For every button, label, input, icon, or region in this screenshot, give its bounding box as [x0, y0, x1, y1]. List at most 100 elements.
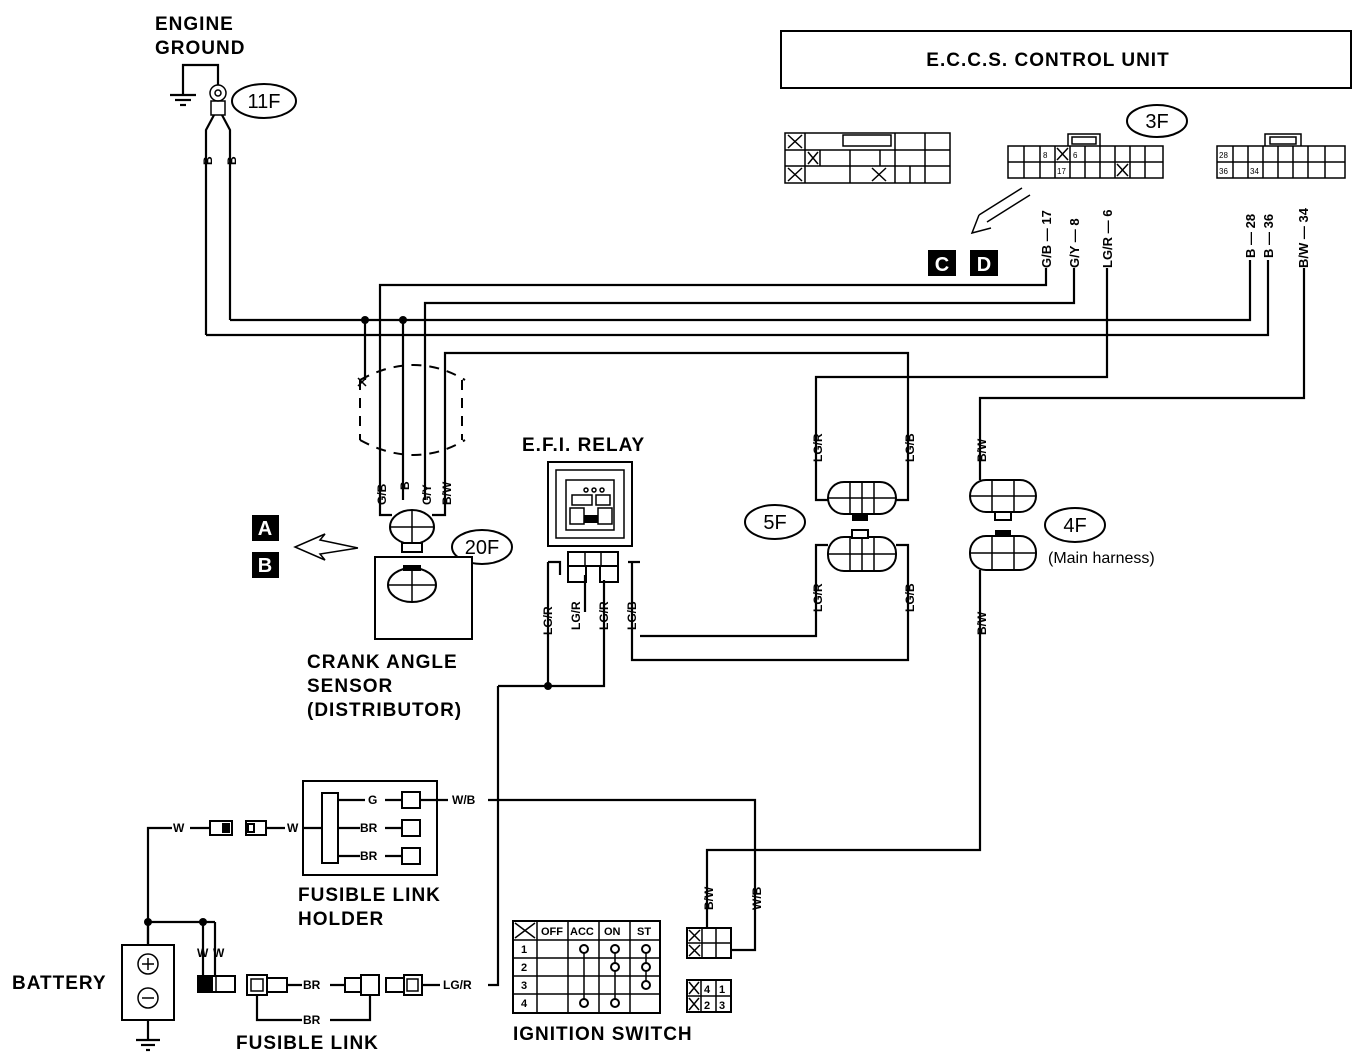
- ign-header-off: OFF: [541, 926, 563, 938]
- cas-wire-gb: G/B: [375, 483, 389, 505]
- fusible-holder-label-2: HOLDER: [298, 909, 384, 930]
- connector-5f: [640, 481, 910, 638]
- f5-top-lgb: LG/B: [903, 433, 917, 462]
- ecu-wire-b36: B — 36: [1261, 214, 1276, 258]
- ref-arrow-ab: [293, 533, 359, 561]
- cas-wire-b: B: [398, 481, 412, 490]
- engine-ground-label-2: GROUND: [155, 38, 245, 59]
- ign-row-2: 2: [521, 962, 527, 974]
- ign-lgr-connector: [385, 686, 500, 996]
- battery-label: BATTERY: [12, 973, 107, 994]
- fl-wire-w2: W: [287, 821, 299, 835]
- cas-wire-gy: G/Y: [420, 484, 434, 505]
- connector-11f-label: 11F: [248, 91, 281, 113]
- relay-wire-lgb: LG/B: [625, 601, 639, 630]
- ign-pin-4: 4: [704, 984, 711, 996]
- ecu-connector-middle: 8 6 17: [1007, 133, 1164, 179]
- ground-symbol-top: [170, 63, 220, 107]
- ign-header-acc: ACC: [570, 926, 594, 938]
- efi-relay-wires: [498, 560, 910, 688]
- ecu-pin-6: 6: [1073, 151, 1078, 160]
- relay-wire-lgr1: LG/R: [541, 606, 555, 635]
- connector-20f-label: 20F: [465, 537, 499, 559]
- ecu-title: E.C.C.S. CONTROL UNIT: [926, 50, 1169, 71]
- ecu-connector-right: 28 36 34: [1216, 133, 1346, 179]
- ecu-pin-34: 34: [1250, 167, 1259, 176]
- ignition-switch-label: IGNITION SWITCH: [513, 1024, 693, 1045]
- connector-11f-badge: [231, 83, 297, 119]
- main-harness-label: (Main harness): [1048, 550, 1155, 567]
- ref-a-box: [252, 515, 279, 541]
- ecu-connector-left: [784, 132, 951, 184]
- ref-d-box: [970, 250, 998, 276]
- f4-top-bw: B/W: [975, 438, 989, 462]
- ign-wire-bw: B/W: [702, 886, 716, 910]
- crank-sensor-label-2: SENSOR: [307, 676, 393, 697]
- ecu-wire-gy8: G/Y — 8: [1067, 218, 1082, 268]
- crank-angle-sensor: [374, 556, 473, 640]
- ecu-pin-36: 36: [1219, 167, 1228, 176]
- ref-b-box: [252, 552, 279, 578]
- crank-angle-sensor-connector: [378, 500, 447, 553]
- ign-row-1: 1: [521, 944, 527, 956]
- efi-relay-label: E.F.I. RELAY: [522, 435, 645, 456]
- fusible-holder-label-1: FUSIBLE LINK: [298, 885, 441, 906]
- f5-bot-lgr: LG/R: [811, 583, 825, 612]
- ref-c-box: [928, 250, 956, 276]
- ecu-wire-b28: B — 28: [1243, 214, 1258, 258]
- ign-wire-lgr: LG/R: [443, 978, 472, 992]
- fl-wire-g: G: [368, 793, 377, 807]
- ign-header-st: ST: [637, 926, 651, 938]
- efi-relay-connector: [567, 551, 619, 583]
- ground-wire-b2: B: [225, 156, 239, 165]
- connector-20f-badge: [451, 529, 513, 565]
- efi-relay: [547, 461, 633, 547]
- connector-4f-label: 4F: [1063, 515, 1086, 537]
- ref-arrow-cd: [978, 187, 1031, 223]
- ign-row-3: 3: [521, 980, 527, 992]
- relay-wire-lgr3: LG/R: [597, 601, 611, 630]
- connector-5f-badge: [744, 504, 806, 540]
- ign-row-4: 4: [521, 998, 528, 1010]
- f5-top-lgr: LG/R: [811, 433, 825, 462]
- ignition-connector: [686, 875, 732, 959]
- cas-wire-bw: B/W: [440, 481, 454, 505]
- ref-a-label: A: [258, 518, 272, 540]
- f5-bot-lgb: LG/B: [903, 583, 917, 612]
- fl-wire-br2: BR: [360, 849, 378, 863]
- fusible-link-holder: [302, 780, 438, 876]
- ign-pin-3: 3: [719, 1000, 725, 1012]
- ecu-wire-bw34: B/W — 34: [1296, 207, 1311, 268]
- ign-pin-2: 2: [704, 1000, 710, 1012]
- battery: [121, 918, 217, 1052]
- fl-wire-wb: W/B: [452, 793, 476, 807]
- crank-sensor-label-3: (DISTRIBUTOR): [307, 700, 462, 721]
- ground-wires: [204, 114, 232, 335]
- connector-3f-badge: [1126, 104, 1188, 138]
- f4-bot-bw: B/W: [975, 611, 989, 635]
- ecu-title-box: [780, 30, 1352, 89]
- ign-wire-wb: W/B: [750, 886, 764, 910]
- ecu-pin-8: 8: [1043, 151, 1048, 160]
- ign-pin-1: 1: [719, 984, 725, 996]
- shield-dashes: [357, 364, 466, 456]
- ground-wire-b1: B: [201, 156, 215, 165]
- connector-4f: [705, 479, 1037, 875]
- ecu-pin-28: 28: [1219, 151, 1228, 160]
- ref-b-label: B: [258, 555, 272, 577]
- ref-c-label: C: [935, 254, 949, 276]
- harness-wires-upper: [206, 260, 1306, 500]
- ecu-wire-gb17: G/B — 17: [1039, 210, 1054, 268]
- connector-5f-label: 5F: [763, 512, 786, 534]
- ignition-pin-legend: 4 1 2 3: [686, 979, 732, 1013]
- fl-wire-w1: W: [173, 821, 185, 835]
- relay-wire-lgr2: LG/R: [569, 601, 583, 630]
- wire-w-battery: [146, 826, 210, 950]
- connector-4f-badge: [1044, 507, 1106, 543]
- engine-ground-label-1: ENGINE: [155, 14, 234, 35]
- ecu-wire-lgr6: LG/R — 6: [1100, 209, 1115, 268]
- bat-wire-w2: W: [213, 946, 225, 960]
- fuse-wire-br1: BR: [303, 978, 321, 992]
- ecu-pin-17: 17: [1057, 167, 1066, 176]
